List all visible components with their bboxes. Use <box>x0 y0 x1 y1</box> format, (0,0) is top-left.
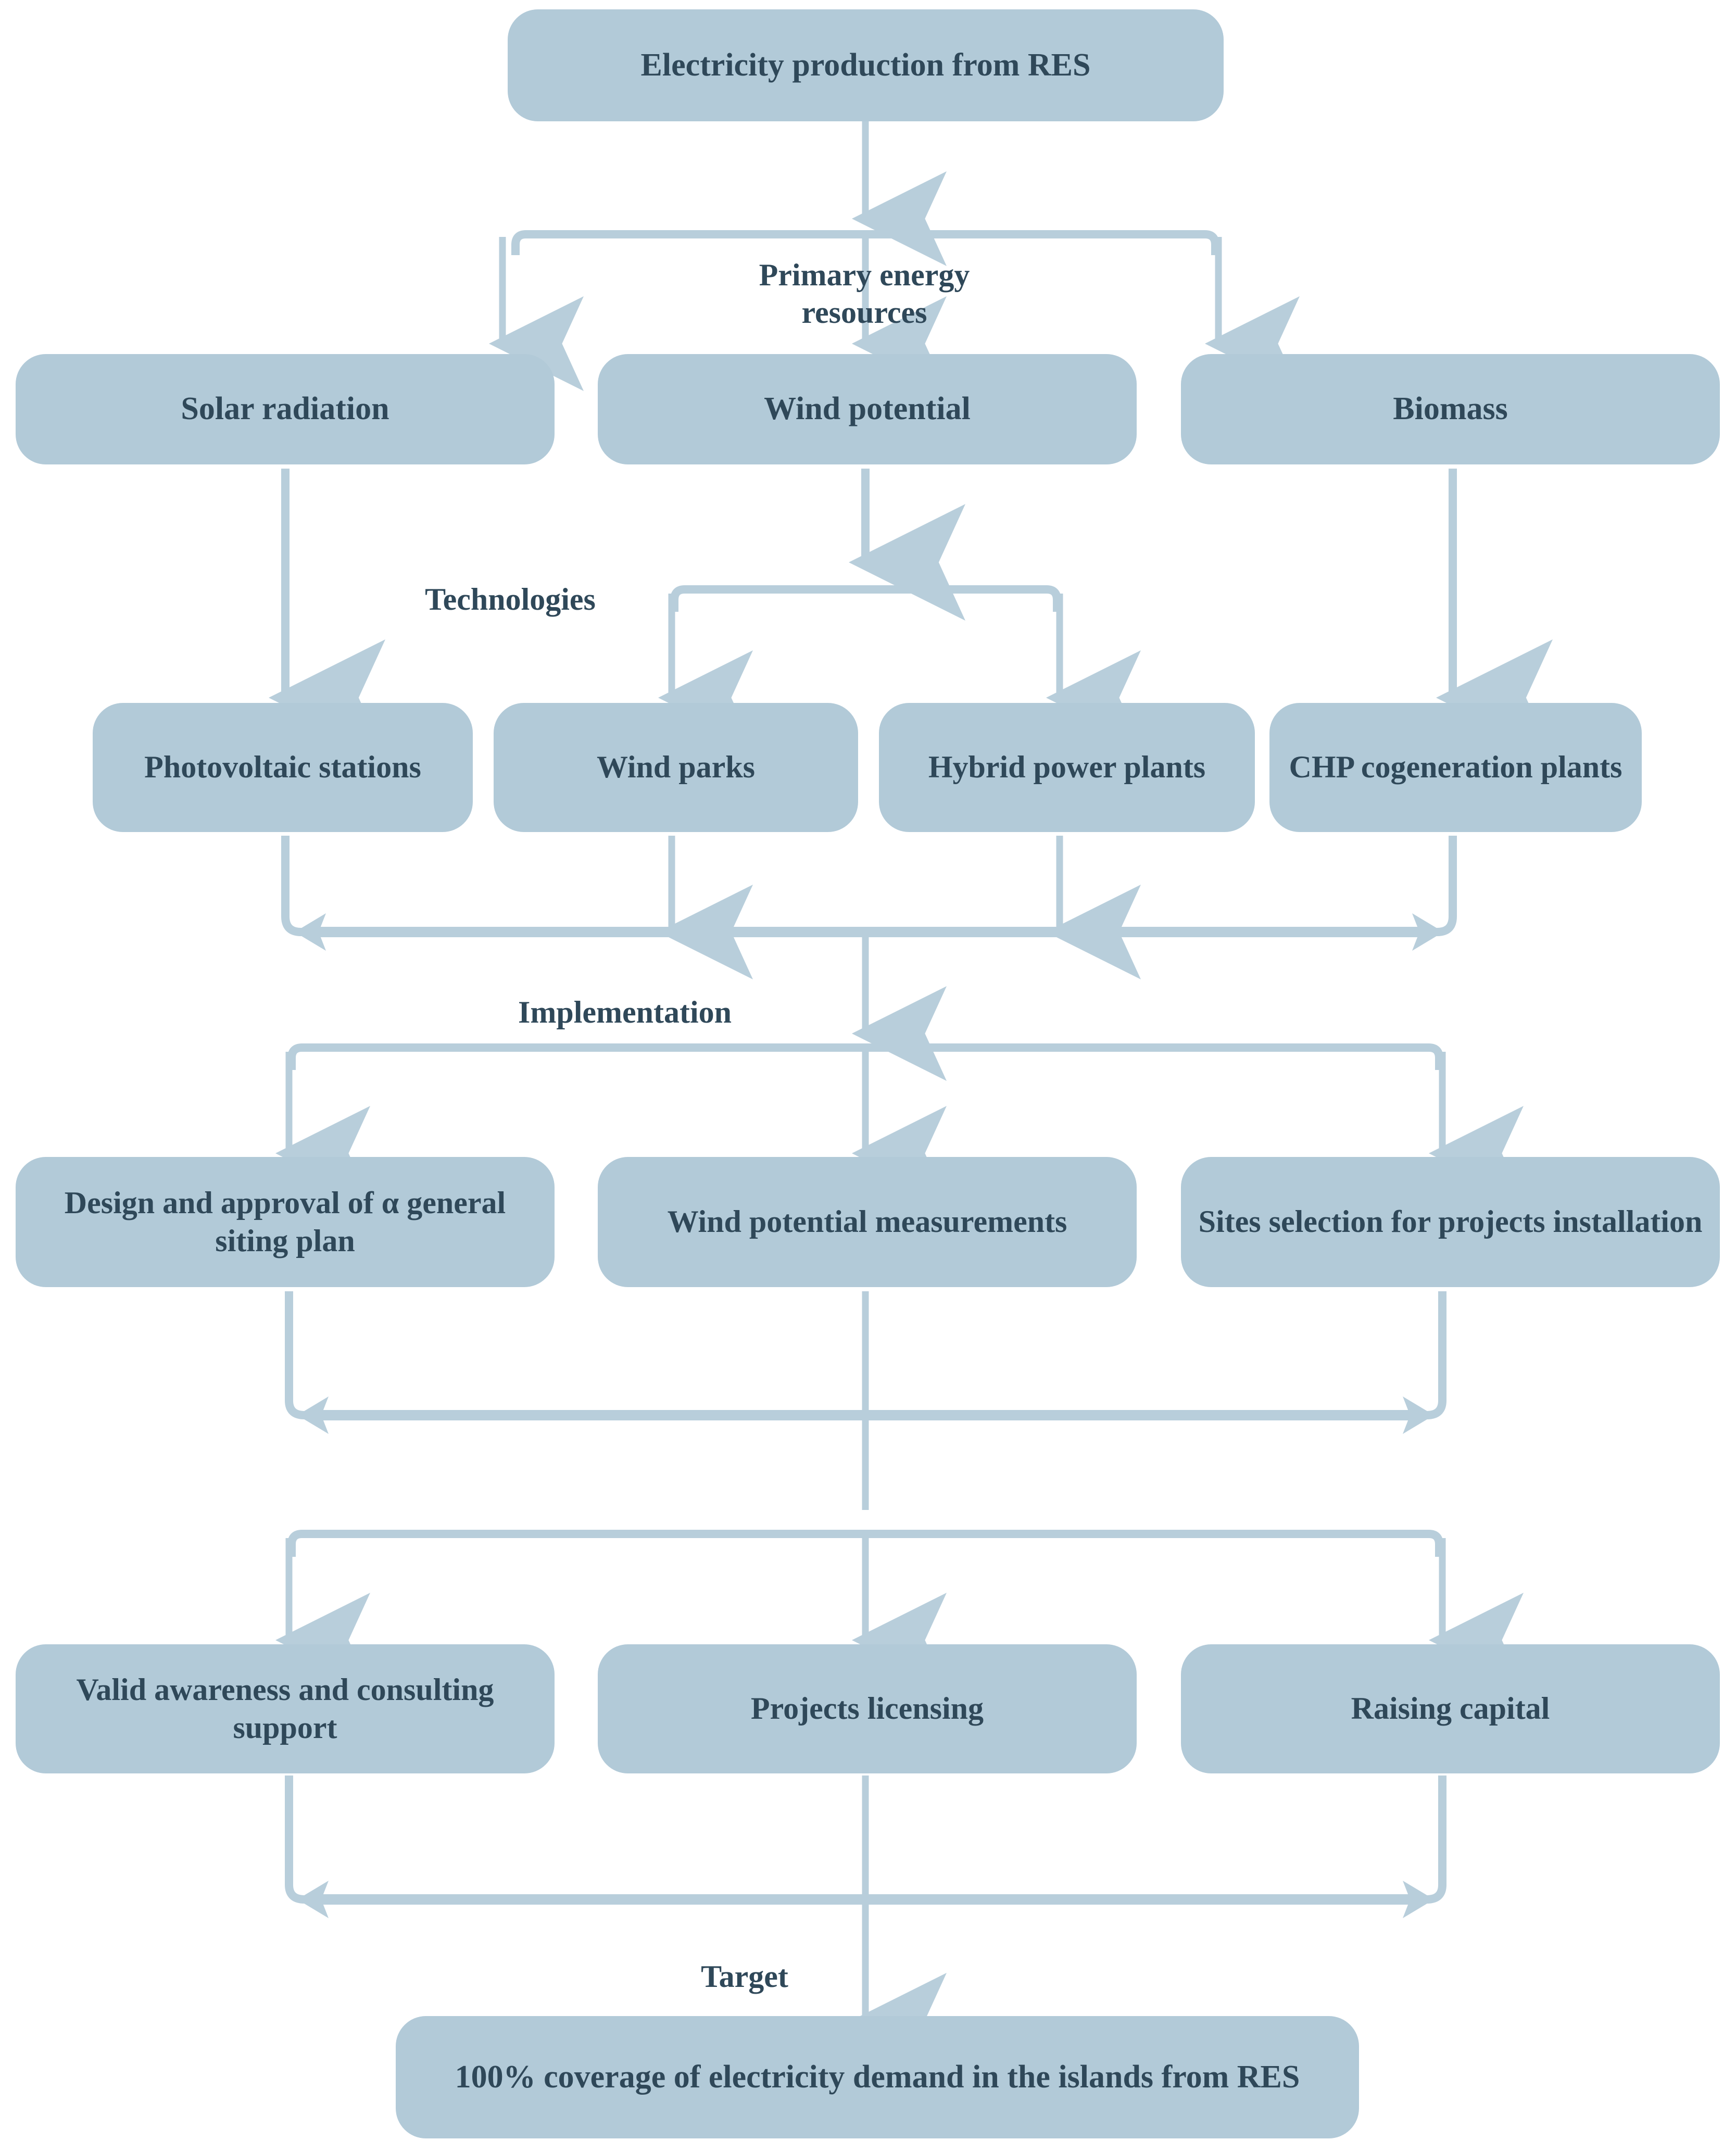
stage-label-primary-energy-resources: Primary energy resources <box>759 258 970 330</box>
node-label: 100% coverage of electricity demand in t… <box>455 2059 1300 2095</box>
node-100-percent-coverage[interactable]: 100% coverage of electricity demand in t… <box>396 2016 1359 2138</box>
node-projects-licensing[interactable]: Projects licensing <box>598 1644 1137 1773</box>
node-wind-potential-measurements[interactable]: Wind potential measurements <box>598 1157 1137 1287</box>
node-sites-selection[interactable]: Sites selection for projects installatio… <box>1181 1157 1720 1287</box>
node-label: Wind potential <box>764 391 971 427</box>
node-solar-radiation[interactable]: Solar radiation <box>16 354 555 464</box>
node-electricity-production-from-res[interactable]: Electricity production from RES <box>508 9 1224 121</box>
node-label: Valid awareness and consulting support <box>76 1672 494 1745</box>
node-label: Sites selection for projects installatio… <box>1198 1204 1703 1239</box>
node-photovoltaic-stations[interactable]: Photovoltaic stations <box>93 703 473 832</box>
node-label: CHP cogeneration plants <box>1289 750 1622 785</box>
node-hybrid-power-plants[interactable]: Hybrid power plants <box>879 703 1255 832</box>
node-raising-capital[interactable]: Raising capital <box>1181 1644 1720 1773</box>
node-label: Electricity production from RES <box>640 47 1091 83</box>
node-chp-cogeneration-plants[interactable]: CHP cogeneration plants <box>1269 703 1642 832</box>
node-label: Photovoltaic stations <box>144 750 421 785</box>
node-label: Biomass <box>1393 391 1508 427</box>
node-design-and-approval[interactable]: Design and approval of α general siting … <box>16 1157 555 1287</box>
node-label: Wind parks <box>596 750 756 785</box>
stage-label-technologies: Technologies <box>425 582 596 616</box>
node-label: Wind potential measurements <box>667 1204 1067 1239</box>
stage-label-target: Target <box>701 1959 788 1994</box>
node-wind-potential[interactable]: Wind potential <box>598 354 1137 464</box>
node-biomass[interactable]: Biomass <box>1181 354 1720 464</box>
node-label: Hybrid power plants <box>928 750 1206 785</box>
node-label: Solar radiation <box>181 391 389 427</box>
node-valid-awareness-and-consulting-support[interactable]: Valid awareness and consulting support <box>16 1644 555 1773</box>
node-label: Design and approval of α general siting … <box>64 1185 506 1258</box>
stage-label-implementation: Implementation <box>518 995 732 1029</box>
node-wind-parks[interactable]: Wind parks <box>494 703 858 832</box>
node-label: Projects licensing <box>750 1691 984 1726</box>
node-label: Raising capital <box>1351 1691 1550 1726</box>
